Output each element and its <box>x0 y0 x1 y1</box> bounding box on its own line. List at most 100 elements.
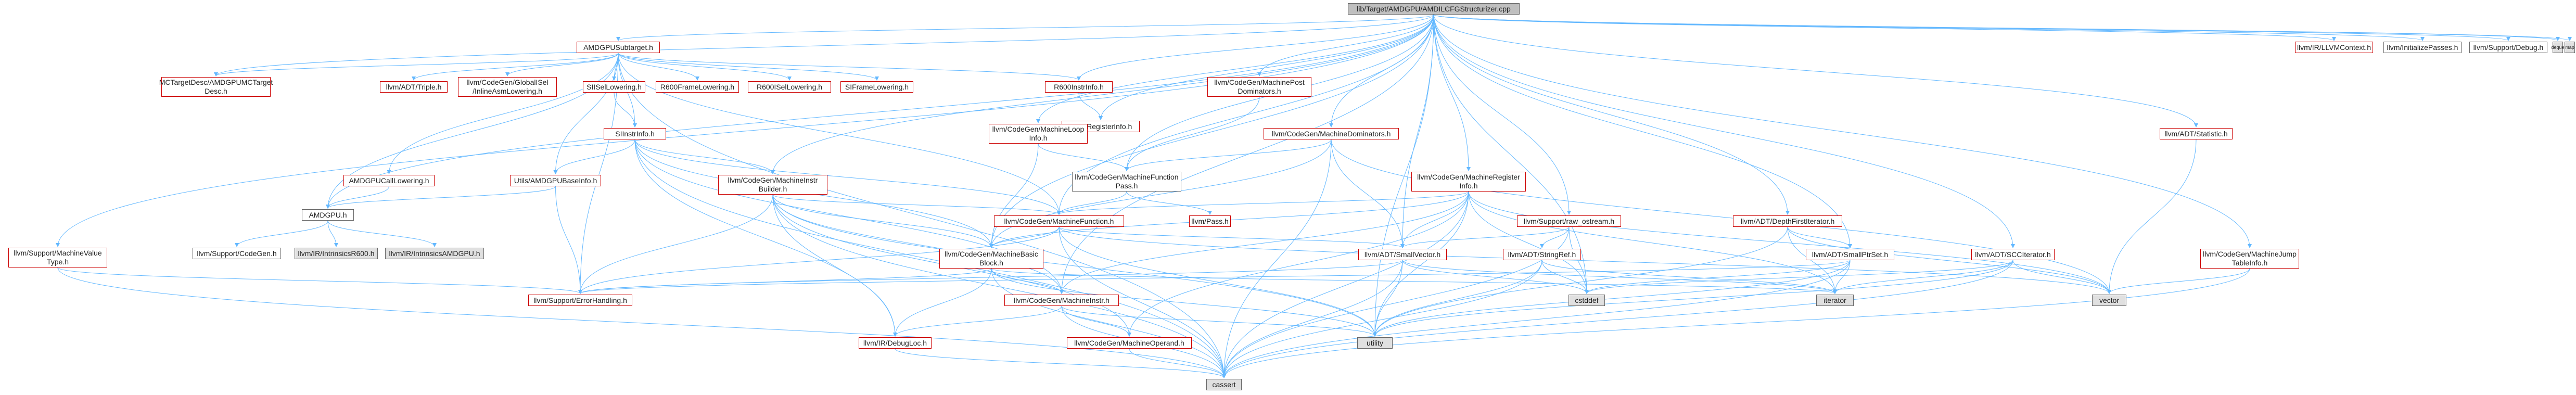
node-stringref[interactable]: llvm/ADT/StringRef.h <box>1503 249 1581 260</box>
node-mregi[interactable]: llvm/CodeGen/MachineRegister Info.h <box>1411 172 1526 192</box>
node-deque[interactable]: deque <box>2551 42 2565 53</box>
edge-mdom-to-vector <box>1331 139 2111 294</box>
node-triple[interactable]: llvm/ADT/Triple.h <box>380 81 448 93</box>
edge-dfi-to-iterator <box>1787 226 1837 294</box>
node-calllow[interactable]: AMDGPUCallLowering.h <box>343 175 435 186</box>
edge-root-to-mjt <box>1433 14 2252 248</box>
edge-mdom-to-mbb <box>989 139 1332 248</box>
edge-minstr-to-debugloc <box>893 305 1062 337</box>
node-codegen[interactable]: llvm/Support/CodeGen.h <box>193 248 281 259</box>
edge-mregi-to-utility <box>1373 191 1469 337</box>
edge-mbb-to-utility <box>991 268 1377 337</box>
node-dfi[interactable]: llvm/ADT/DepthFirstIterator.h <box>1733 215 1842 227</box>
edge-root-to-statistic <box>1433 14 2198 128</box>
node-raw[interactable]: llvm/Support/raw_ostream.h <box>1517 215 1621 227</box>
edge-mpdom-to-mfpass <box>1125 96 1260 171</box>
node-subtarget[interactable]: AMDGPUSubtarget.h <box>577 42 660 53</box>
edge-amdgpu-to-intamd <box>327 220 437 247</box>
edge-smallptr-to-cassert <box>1222 260 1851 378</box>
node-mbb[interactable]: llvm/CodeGen/MachineBasic Block.h <box>939 249 1043 269</box>
edge-scc-to-vector <box>2012 260 2111 294</box>
node-mibuilder[interactable]: llvm/CodeGen/MachineInstr Builder.h <box>718 175 827 195</box>
node-root[interactable]: lib/Target/AMDGPU/AMDILCFGStructurizer.c… <box>1348 3 1520 15</box>
edge-mbb-to-cassert <box>991 268 1226 378</box>
node-minstr[interactable]: llvm/CodeGen/MachineInstr.h <box>1004 295 1119 306</box>
edge-stringref-to-utility <box>1373 260 1542 337</box>
edge-root-to-r600instr <box>1077 14 1434 81</box>
node-cstddef[interactable]: cstddef <box>1568 295 1605 306</box>
edge-amdgpu-to-codegen <box>235 220 328 247</box>
edge-mjt-to-cassert <box>1222 268 2250 378</box>
node-errh[interactable]: llvm/Support/ErrorHandling.h <box>528 295 632 306</box>
node-intr600[interactable]: llvm/IR/IntrinsicsR600.h <box>295 248 378 259</box>
node-debug[interactable]: llvm/Support/Debug.h <box>2469 42 2547 53</box>
edge-root-to-smallvec <box>1400 14 1434 248</box>
edge-mregi-to-minstr <box>1060 191 1469 294</box>
node-iterator[interactable]: iterator <box>1816 295 1854 306</box>
edge-mibuilder-to-debugloc <box>772 194 897 337</box>
node-siinstr[interactable]: SIInstrInfo.h <box>604 128 666 139</box>
edge-minstr-to-utility <box>1061 305 1377 337</box>
node-utility[interactable]: utility <box>1357 337 1393 349</box>
edge-mregi-to-iterator <box>1468 191 1837 294</box>
node-mjt[interactable]: llvm/CodeGen/MachineJump TableInfo.h <box>2200 249 2299 269</box>
edge-siinstr-to-baseinfo <box>553 139 635 174</box>
node-llvmctx[interactable]: llvm/IR/LLVMContext.h <box>2295 42 2373 53</box>
edge-raw-to-smallvec <box>1400 226 1570 248</box>
edge-stringref-to-cassert <box>1222 260 1542 378</box>
edge-mbb-to-minstr <box>991 268 1064 294</box>
edge-smallvec-to-cstddef <box>1402 260 1589 294</box>
edge-root-to-cstddef <box>1433 14 1589 294</box>
node-smallptr[interactable]: llvm/ADT/SmallPtrSet.h <box>1806 249 1894 260</box>
edge-root-to-minstr <box>1060 14 1434 294</box>
node-siframe[interactable]: SIFrameLowering.h <box>840 81 913 93</box>
edge-root-to-mpdom <box>1257 14 1434 77</box>
node-r600instr[interactable]: R600InstrInfo.h <box>1045 81 1113 93</box>
edge-mop-to-cassert <box>1129 348 1226 378</box>
node-mctarget[interactable]: MCTargetDesc/AMDGPUMCTarget Desc.h <box>159 77 273 97</box>
edge-root-to-map <box>1433 14 2572 41</box>
edge-root-to-utility <box>1373 14 1434 337</box>
node-amdgpu[interactable]: AMDGPU.h <box>302 209 354 221</box>
edge-subtarget-to-r600frame <box>618 53 699 81</box>
node-siisellow[interactable]: SIISelLowering.h <box>583 81 645 93</box>
node-baseinfo[interactable]: Utils/AMDGPUBaseInfo.h <box>510 175 601 186</box>
edge-root-to-subtarget <box>616 14 1434 41</box>
edge-smallptr-to-cstddef <box>1585 260 1851 294</box>
edge-root-to-mregi <box>1433 14 1471 171</box>
node-mfunc[interactable]: llvm/CodeGen/MachineFunction.h <box>994 215 1124 227</box>
node-pass[interactable]: llvm/Pass.h <box>1189 215 1231 227</box>
node-r600frame[interactable]: R600FrameLowering.h <box>656 81 739 93</box>
node-mpdom[interactable]: llvm/CodeGen/MachinePost Dominators.h <box>1207 77 1311 97</box>
node-debugloc[interactable]: llvm/IR/DebugLoc.h <box>859 337 932 349</box>
node-statistic[interactable]: llvm/ADT/Statistic.h <box>2160 128 2233 139</box>
edge-mibuilder-to-mfunc <box>772 194 1061 215</box>
edge-debugloc-to-cassert <box>895 348 1226 378</box>
edge-mregi-to-mfunc <box>1057 191 1469 215</box>
node-vector[interactable]: vector <box>2092 295 2126 306</box>
node-mfpass[interactable]: llvm/CodeGen/MachineFunction Pass.h <box>1072 172 1181 192</box>
node-gisel[interactable]: llvm/CodeGen/GlobalISel /InlineAsmLoweri… <box>458 77 557 97</box>
node-valtype[interactable]: llvm/Support/MachineValue Type.h <box>8 248 107 267</box>
edge-mloop-to-mfpass <box>1038 143 1129 171</box>
node-mloop[interactable]: llvm/CodeGen/MachineLoop Info.h <box>989 124 1088 144</box>
node-intamd[interactable]: llvm/IR/IntrinsicsAMDGPU.h <box>385 248 484 259</box>
edge-root-to-mbb <box>989 14 1434 248</box>
edge-root-to-mctarget <box>214 14 1434 77</box>
node-mdom[interactable]: llvm/CodeGen/MachineDominators.h <box>1264 128 1399 139</box>
node-initpass[interactable]: llvm/InitializePasses.h <box>2383 42 2462 53</box>
edge-smallvec-to-cassert <box>1222 260 1403 378</box>
node-mop[interactable]: llvm/CodeGen/MachineOperand.h <box>1067 337 1192 349</box>
node-cassert[interactable]: cassert <box>1206 379 1242 390</box>
edge-mibuilder-to-mbb <box>772 194 993 248</box>
node-smallvec[interactable]: llvm/ADT/SmallVector.h <box>1358 249 1447 260</box>
edge-siinstr-to-mfunc <box>634 139 1061 215</box>
edge-mibuilder-to-cassert <box>772 194 1226 378</box>
edge-subtarget-to-r600instr <box>618 53 1081 81</box>
node-r600isel[interactable]: R600ISelLowering.h <box>748 81 831 93</box>
node-map[interactable]: map <box>2565 42 2575 53</box>
edge-mfunc-to-mbb <box>989 226 1060 248</box>
edge-statistic-to-vector <box>2107 139 2197 294</box>
node-scc[interactable]: llvm/ADT/SCCIterator.h <box>1971 249 2055 260</box>
